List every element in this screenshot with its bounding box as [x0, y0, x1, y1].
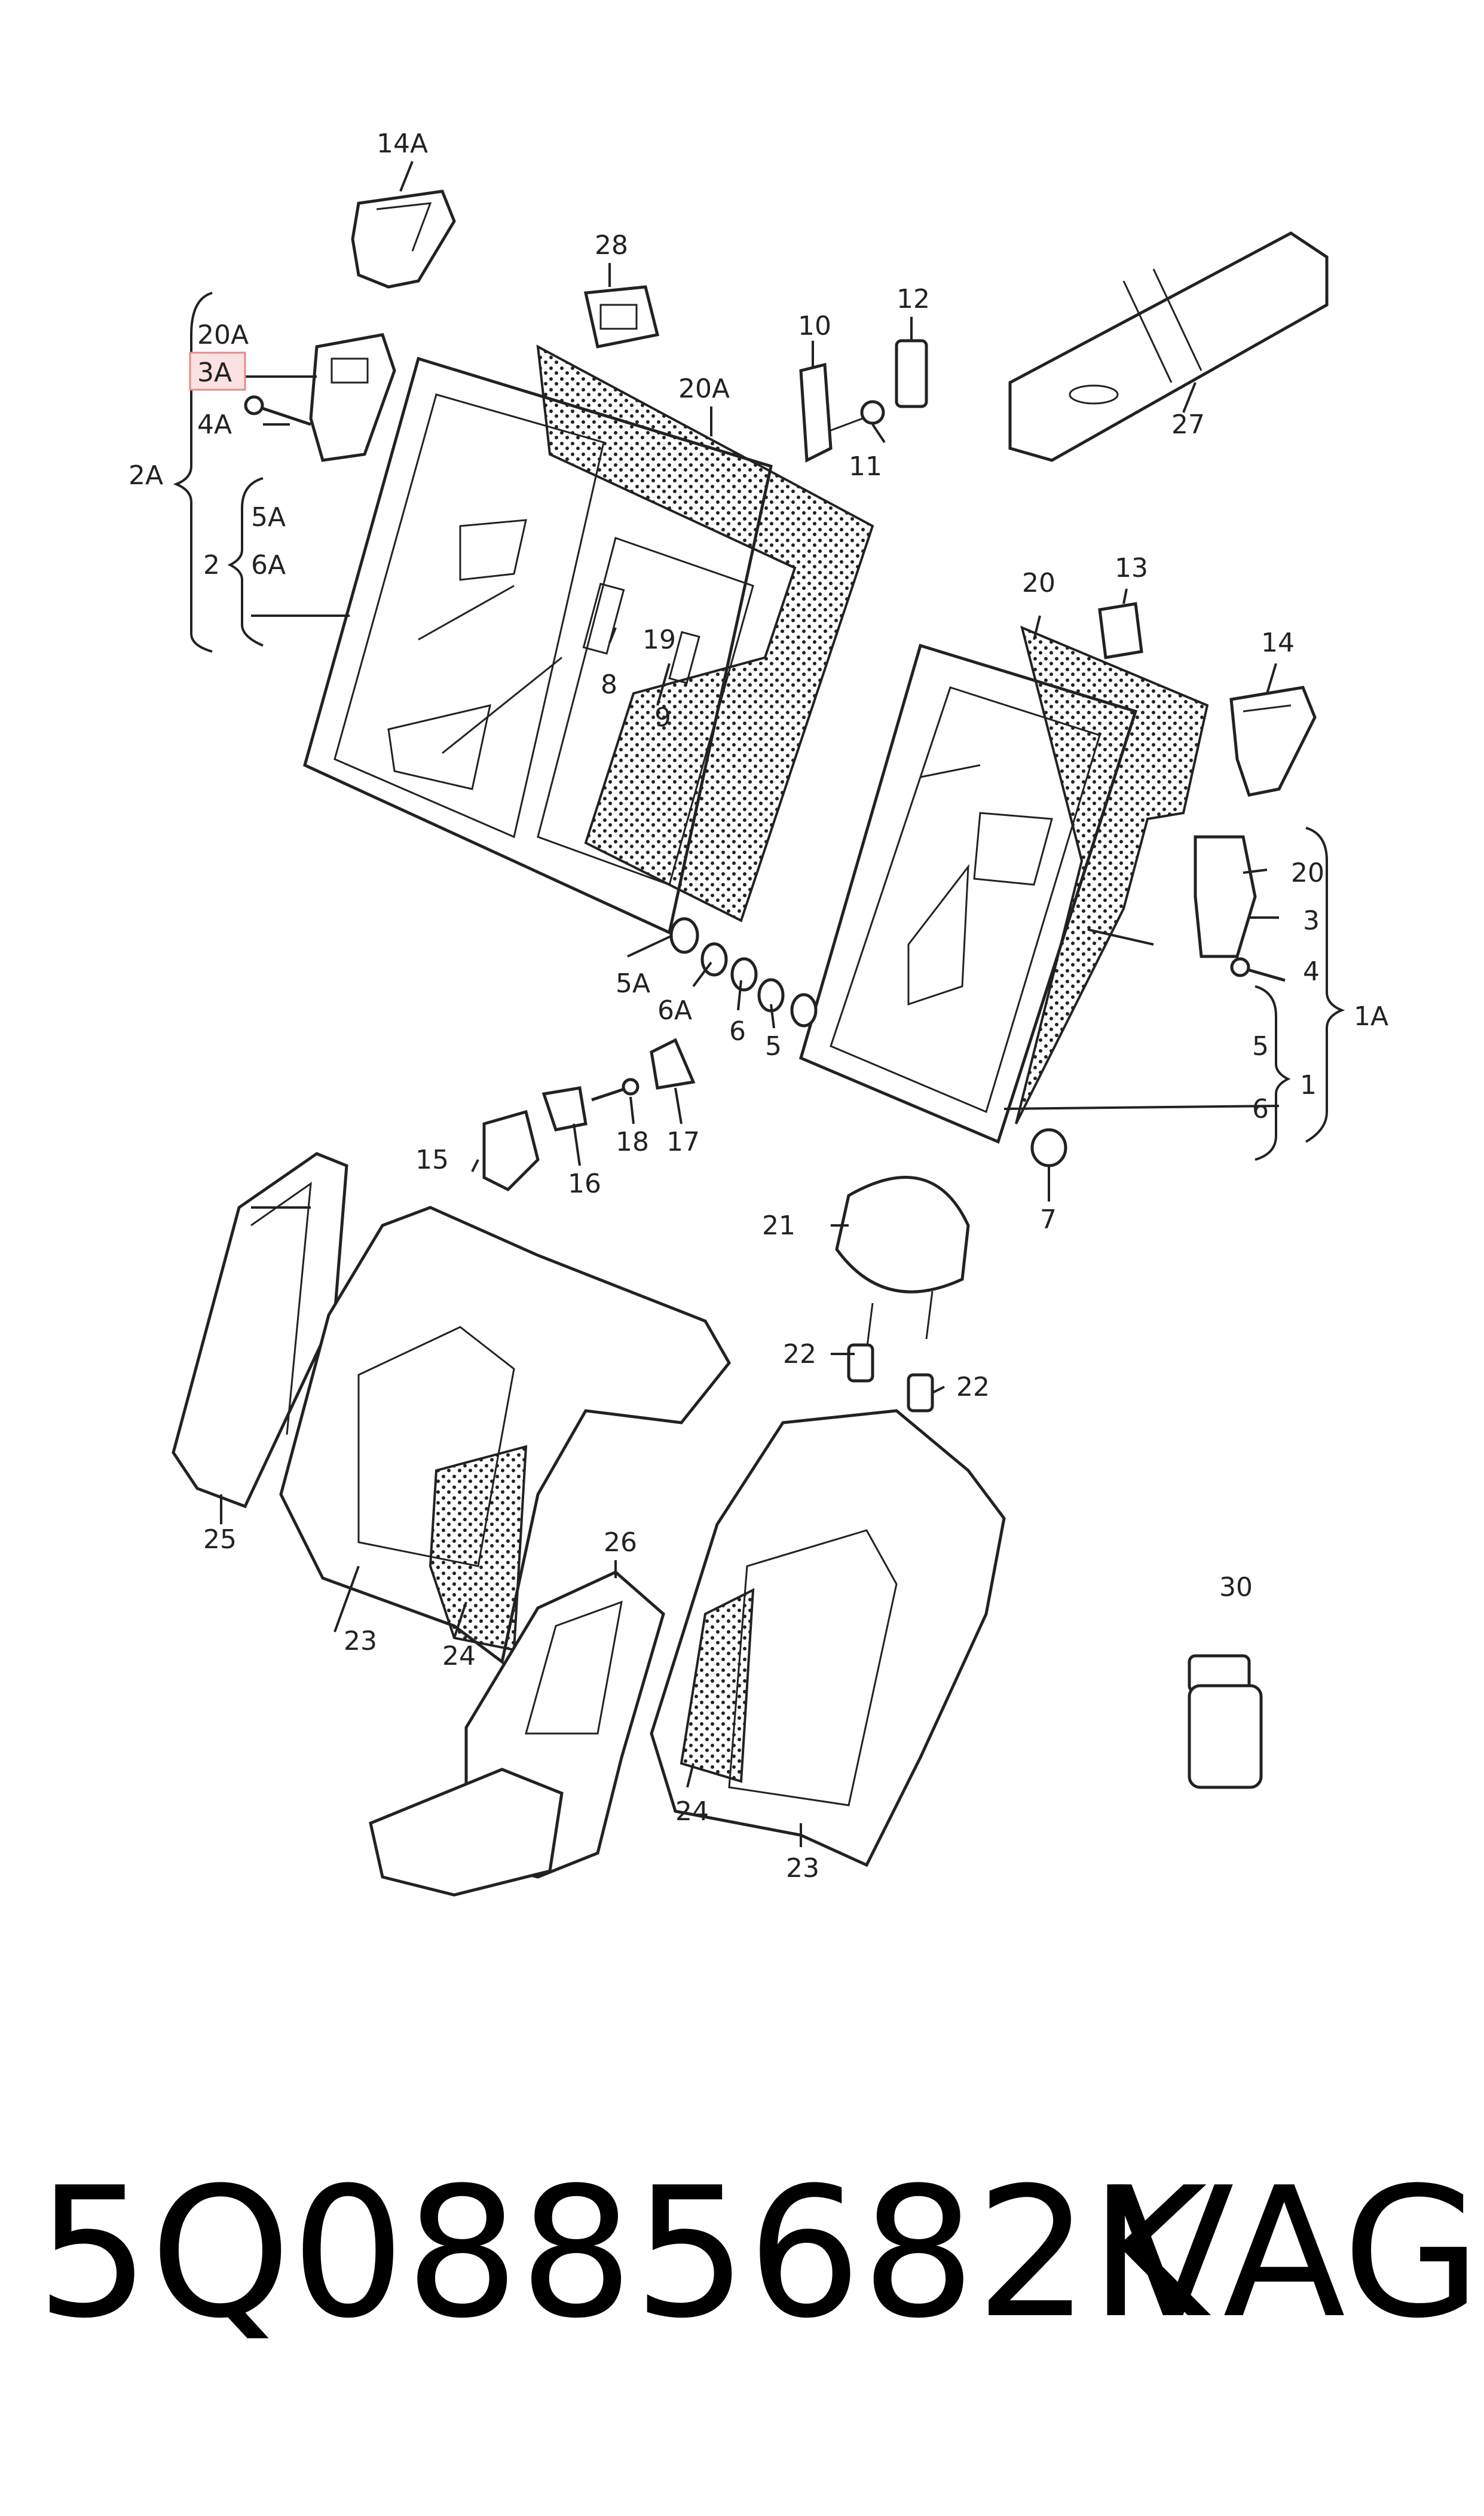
label-1A: 1A — [1354, 1001, 1388, 1032]
label-6-bottom: 6 — [729, 1016, 746, 1047]
label-5-bottom: 5 — [765, 1031, 782, 1062]
part-14A — [351, 189, 456, 289]
part-number: 5Q0885682K — [36, 2149, 1207, 2358]
part-10 — [799, 362, 833, 463]
part-13 — [1098, 602, 1143, 659]
part-22-guides — [847, 1343, 934, 1413]
part-18-screw — [591, 1078, 640, 1102]
part-17 — [650, 1038, 696, 1090]
label-2: 2 — [203, 550, 220, 580]
label-20: 20 — [1022, 568, 1055, 598]
label-23-right: 23 — [786, 1853, 819, 1884]
label-12: 12 — [896, 284, 930, 314]
part-25-side-bolster — [172, 1152, 348, 1509]
label-5A-top: 5A — [251, 502, 286, 533]
label-21: 21 — [762, 1210, 795, 1241]
part-11-bolt — [830, 400, 885, 432]
label-23-left: 23 — [344, 1626, 377, 1656]
backrest-pad-left — [536, 344, 874, 922]
label-11: 11 — [849, 451, 882, 482]
label-22-left: 22 — [783, 1339, 816, 1369]
part-24-pad-left — [429, 1445, 528, 1652]
label-19: 19 — [642, 625, 676, 655]
label-9: 9 — [654, 702, 671, 733]
label-5-right: 5 — [1252, 1031, 1269, 1062]
label-6A-bottom: 6A — [657, 995, 692, 1026]
label-27: 27 — [1171, 409, 1205, 440]
label-20A-top: 20A — [678, 374, 730, 404]
label-4: 4 — [1303, 956, 1320, 987]
part-3A — [309, 333, 396, 462]
label-3A: 3A — [197, 357, 232, 388]
part-28 — [583, 285, 660, 348]
label-20-right: 20 — [1291, 858, 1324, 888]
label-30: 30 — [1219, 1572, 1253, 1603]
label-6A-top: 6A — [251, 550, 286, 580]
backrest-pad-right — [1015, 625, 1209, 1124]
label-13: 13 — [1115, 553, 1148, 583]
part-12 — [895, 339, 928, 408]
label-24-left: 24 — [442, 1641, 476, 1671]
part-14 — [1229, 686, 1317, 797]
part-21-headrest — [835, 1176, 970, 1352]
callout-labels: 14A 28 12 10 20A 20A 3A 4A 2A 5A 6A 2 11… — [128, 129, 1388, 1884]
label-10: 10 — [798, 311, 831, 341]
part-4-screw — [1230, 957, 1286, 982]
label-3: 3 — [1303, 906, 1320, 936]
label-1: 1 — [1300, 1070, 1317, 1100]
highlight-3A — [189, 351, 246, 391]
part-3 — [1194, 835, 1257, 958]
label-2A: 2A — [128, 460, 163, 491]
label-7: 7 — [1040, 1204, 1057, 1235]
leader-lines — [173, 161, 1345, 1847]
part-15 — [482, 1109, 540, 1192]
label-26: 26 — [604, 1527, 637, 1558]
brand-label: VAG — [1112, 2149, 1482, 2358]
label-16: 16 — [568, 1169, 601, 1199]
part-4A-screw — [244, 395, 311, 426]
label-24-right: 24 — [675, 1796, 709, 1827]
label-15: 15 — [415, 1145, 449, 1175]
label-18: 18 — [616, 1127, 649, 1157]
label-22-right: 22 — [956, 1372, 990, 1402]
bushings — [669, 917, 1067, 1167]
part-30-container — [1188, 1654, 1263, 1789]
label-4A: 4A — [197, 409, 232, 440]
label-5A-bottom: 5A — [616, 968, 650, 999]
part-26-armrest — [369, 1570, 665, 1897]
label-6-right: 6 — [1252, 1094, 1269, 1124]
part-27-ski-bag — [1008, 231, 1329, 462]
label-8: 8 — [601, 669, 617, 700]
label-20A-left: 20A — [197, 320, 249, 350]
label-14A: 14A — [377, 129, 428, 159]
part-24-pad-right — [680, 1588, 755, 1783]
label-17: 17 — [666, 1127, 700, 1157]
label-14: 14 — [1261, 628, 1295, 658]
part-16 — [541, 1086, 588, 1132]
label-28: 28 — [595, 230, 628, 261]
label-25: 25 — [203, 1524, 237, 1555]
